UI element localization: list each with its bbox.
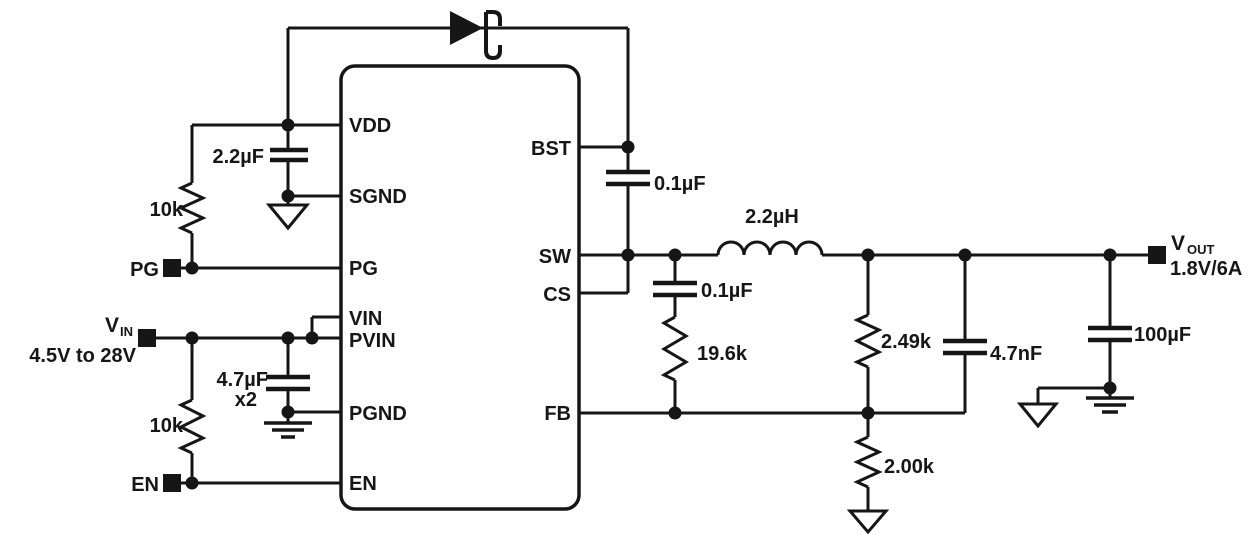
vin-range-label: 4.5V to 28V — [29, 345, 136, 367]
cs-resistor-icon — [660, 315, 689, 382]
fb-lower-res-value: 2.00k — [884, 456, 935, 478]
vout-terminal-subscript: OUT — [1187, 242, 1215, 257]
vdd-cap-value: 2.2µF — [212, 146, 264, 168]
junction-dot — [185, 261, 199, 275]
vin-terminal-label: V — [105, 314, 119, 337]
en-resistor-icon — [177, 398, 207, 455]
junction-dot — [185, 476, 199, 490]
junction-dot — [305, 331, 319, 345]
junction-dot — [668, 406, 682, 420]
pg-pullup-value: 10k — [150, 199, 184, 221]
schottky-diode-icon — [450, 10, 502, 61]
junction-dot — [621, 140, 635, 154]
ground-symbols — [264, 203, 1134, 535]
pin-label-pg: PG — [349, 258, 378, 280]
pin-label-bst: BST — [531, 138, 571, 160]
pin-label-sgnd: SGND — [349, 186, 407, 208]
en-terminal-label: EN — [131, 474, 159, 496]
bst-cap-value: 0.1µF — [654, 173, 706, 195]
vin-terminal-subscript: IN — [120, 324, 133, 339]
wire-output-cap — [1036, 255, 1112, 404]
junction-dot — [185, 331, 199, 345]
inductor-value: 2.2µH — [745, 206, 799, 228]
junction-dot — [621, 248, 635, 262]
pin-label-vin: VIN — [349, 308, 382, 330]
sgnd-ground-icon — [265, 203, 311, 231]
en-resistor-value: 10k — [150, 415, 184, 437]
fb-lower-resistor-icon — [853, 435, 883, 489]
junction-dot — [281, 189, 295, 203]
wire-cs — [579, 255, 630, 295]
vout-terminal — [1148, 246, 1166, 264]
feedforward-cap-value: 4.7nF — [990, 343, 1042, 365]
junction-dot — [281, 405, 295, 419]
output-capacitor-icon — [1088, 325, 1132, 343]
junction-dot — [281, 331, 295, 345]
fb-upper-resistor-icon — [853, 313, 883, 369]
fb-ground-icon — [846, 509, 890, 535]
inductor-icon — [716, 240, 824, 256]
junction-dot — [958, 248, 972, 262]
pgnd-earth-icon — [264, 421, 312, 439]
output-earth-icon — [1086, 396, 1134, 414]
component-labels: 2.2µF 10k 4.7µF x2 10k 0.1µF 2.2µH 0.1µF… — [150, 146, 1191, 478]
pin-label-fb: FB — [544, 403, 571, 425]
fb-upper-res-value: 2.49k — [881, 331, 932, 353]
pg-terminal-label: PG — [130, 259, 159, 281]
pin-label-sw: SW — [539, 246, 571, 268]
junction-dot — [281, 118, 295, 132]
vout-rating-label: 1.8V/6A — [1170, 258, 1242, 280]
pg-terminal — [163, 259, 181, 277]
input-cap-value: 4.7µF — [216, 369, 268, 391]
junction-dot — [1103, 248, 1117, 262]
ic-body — [339, 64, 581, 511]
input-cap-qty: x2 — [235, 389, 257, 411]
ic-pin-labels: VDD SGND PG VIN PVIN PGND EN BST SW CS F… — [349, 115, 571, 495]
junction-dot — [861, 248, 875, 262]
resistors — [177, 181, 883, 489]
wire-vin — [147, 315, 341, 422]
pin-label-cs: CS — [543, 284, 571, 306]
junction-dot — [668, 248, 682, 262]
pin-label-pvin: PVIN — [349, 330, 396, 352]
input-capacitor-icon — [266, 374, 310, 392]
vout-terminal-label: V — [1171, 232, 1185, 255]
wire-vdd-sgnd — [192, 123, 341, 205]
capacitors — [266, 147, 1132, 392]
cs-capacitor-icon — [653, 280, 697, 298]
terminal-labels: PG V IN 4.5V to 28V EN V OUT 1.8V/6A — [29, 232, 1242, 496]
pin-label-vdd: VDD — [349, 115, 391, 137]
wires — [147, 26, 1148, 510]
output-cap-value: 100µF — [1134, 324, 1191, 346]
junction-dot — [1103, 381, 1117, 395]
cs-cap-value: 0.1µF — [701, 280, 753, 302]
pg-pullup-resistor-icon — [177, 181, 207, 235]
en-terminal — [163, 474, 181, 492]
wire-fb — [579, 255, 967, 415]
vdd-capacitor-icon — [270, 147, 308, 163]
junction-dots — [185, 118, 1117, 490]
pin-label-pgnd: PGND — [349, 403, 407, 425]
pin-label-en: EN — [349, 473, 377, 495]
terminals — [138, 246, 1166, 492]
vin-terminal — [138, 329, 156, 347]
cs-res-value: 19.6k — [697, 343, 748, 365]
feedforward-capacitor-icon — [943, 338, 987, 356]
junction-dot — [861, 406, 875, 420]
bst-capacitor-icon — [606, 169, 650, 187]
output-ground-icon — [1016, 402, 1060, 429]
